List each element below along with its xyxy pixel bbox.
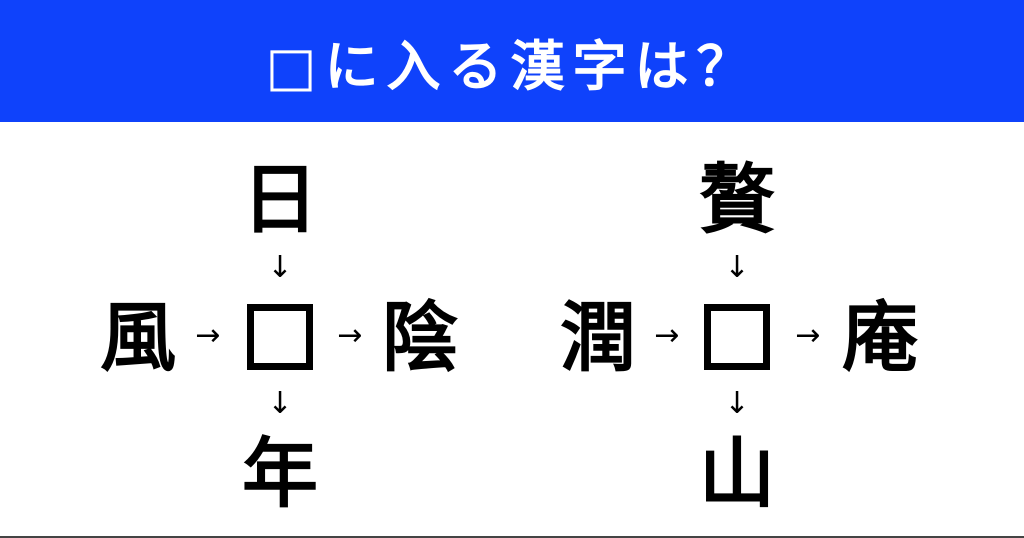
kanji-left: 風 — [100, 293, 176, 382]
kanji-bottom: 山 — [699, 429, 775, 518]
puzzle-1: 日 ↓ 風 → → 陰 ↓ 年 — [0, 122, 512, 536]
arrow-right-icon: → — [195, 318, 221, 353]
arrow-right-icon: → — [795, 318, 821, 353]
arrow-right-icon: → — [654, 318, 680, 353]
header-banner: □に入る漢字は？ — [0, 0, 1024, 122]
puzzle-2: 贅 ↓ 潤 → → 庵 ↓ 山 — [0, 122, 918, 536]
arrow-down-icon: ↓ — [267, 250, 293, 285]
page-title: □に入る漢字は？ — [265, 34, 759, 98]
bottom-divider — [0, 536, 1024, 538]
arrow-down-icon: ↓ — [724, 386, 750, 421]
arrow-down-icon: ↓ — [724, 250, 750, 285]
kanji-right: 陰 — [382, 293, 458, 382]
arrow-down-icon: ↓ — [267, 386, 293, 421]
kanji-right: 庵 — [842, 293, 918, 382]
blank-answer-box — [704, 304, 770, 370]
kanji-top: 日 — [242, 155, 318, 244]
kanji-left: 潤 — [560, 293, 636, 382]
blank-answer-box — [247, 304, 313, 370]
arrow-right-icon: → — [337, 318, 363, 353]
kanji-top: 贅 — [699, 155, 775, 244]
kanji-bottom: 年 — [242, 429, 318, 518]
